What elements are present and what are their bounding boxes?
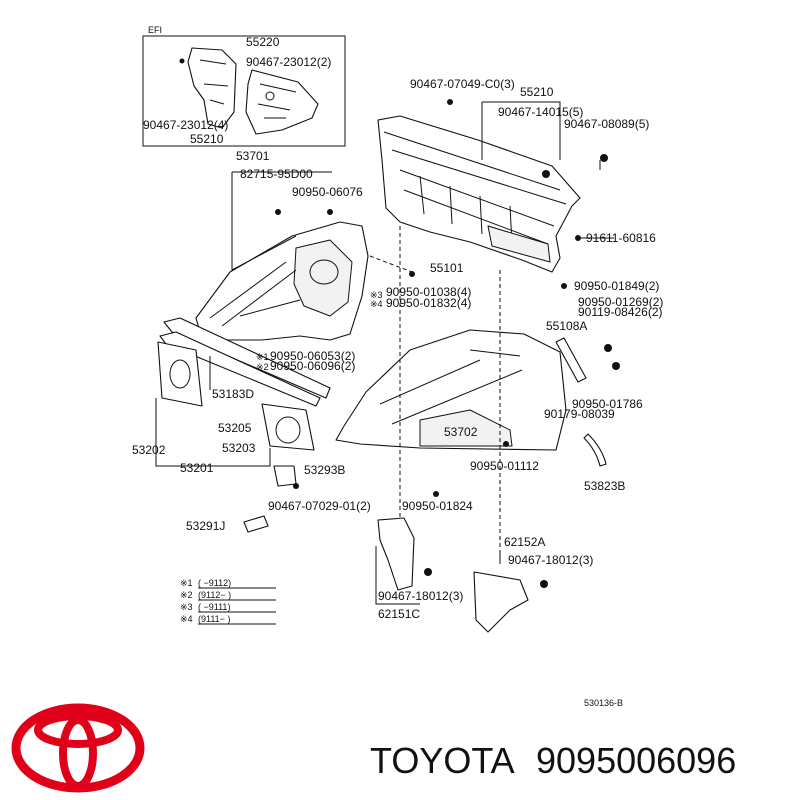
mark-4: ※4 <box>370 299 383 309</box>
label-53701: 53701 <box>236 149 270 163</box>
label-53291j: 53291J <box>186 519 225 533</box>
legend-mark-3: ※3 <box>180 602 193 612</box>
label-53183d: 53183D <box>212 387 254 401</box>
label-82715: 82715-95D00 <box>240 167 313 181</box>
legend-mark-1: ※1 <box>180 578 193 588</box>
strut-55108a <box>555 337 587 383</box>
mark-2: ※2 <box>256 362 269 372</box>
label-55101: 55101 <box>430 261 464 275</box>
label-90950-06053: 90950-06053(2) <box>270 349 355 363</box>
label-53205: 53205 <box>218 421 252 435</box>
part-number: 9095006096 <box>536 740 736 781</box>
label-90467-08089: 90467-08089(5) <box>564 117 649 131</box>
label-90119: 90119-08426(2) <box>578 305 663 319</box>
label-55210-inset: 55210 <box>190 132 224 146</box>
label-53203: 53203 <box>222 441 256 455</box>
label-90467-18012-right: 90467-18012(3) <box>508 553 593 567</box>
label-90950-06076: 90950-06076 <box>292 185 363 199</box>
radiator-support-bar <box>159 317 331 407</box>
label-90179: 90179-08039 <box>544 407 615 421</box>
dash-panel-55101 <box>377 115 581 273</box>
efi-bracket-part <box>187 47 237 129</box>
label-90467-18012-left: 90467-18012(3) <box>378 589 463 603</box>
efi-bracket-part-2 <box>245 69 319 135</box>
label-55210-top: 55210 <box>520 85 554 99</box>
seal-62151c <box>377 517 415 591</box>
label-91611: 91611-60816 <box>586 231 656 245</box>
bracket-53202 <box>157 341 203 407</box>
mark-1: ※1 <box>256 352 269 362</box>
leader-lines <box>155 101 614 605</box>
label-53293b: 53293B <box>304 463 345 477</box>
label-90467-07049: 90467-07049-C0(3) <box>410 77 515 91</box>
mark-3: ※3 <box>370 290 383 300</box>
legend-text-2: (9112− ) <box>198 590 231 600</box>
label-90950-01832: 90950-01832(4) <box>386 296 471 310</box>
small-plate-53293b <box>273 465 297 487</box>
fasteners <box>275 99 620 588</box>
legend-text-4: (9111− ) <box>198 614 230 624</box>
label-90467-14015: 90467-14015(5) <box>498 105 583 119</box>
legend-mark-4: ※4 <box>180 614 193 624</box>
legend-text-1: ( −9112) <box>198 578 231 588</box>
label-55220: 55220 <box>246 35 280 49</box>
label-90950-01038: 90950-01038(4) <box>386 285 471 299</box>
brand-name: TOYOTA <box>370 740 515 781</box>
label-90467-07029: 90467-07029-01(2) <box>268 499 371 513</box>
legend-text-3: ( −9111) <box>198 602 230 612</box>
footnote-legend: ※1 ( −9112) ※2 (9112− ) ※3 ( −9111) ※4 (… <box>180 578 276 625</box>
label-90950-06096: 90950-06096(2) <box>270 359 355 373</box>
label-90950-01786: 90950-01786 <box>572 397 643 411</box>
bracket-53203 <box>261 403 315 451</box>
efi-inset-box <box>142 35 346 147</box>
label-62152a: 62152A <box>504 535 545 549</box>
label-90467-23012-2: 90467-23012(2) <box>246 55 331 69</box>
apron-53701 <box>195 221 369 341</box>
label-90467-23012-4: 90467-23012(4) <box>143 118 228 132</box>
toyota-logo <box>11 703 145 793</box>
label-62151c: 62151C <box>378 607 420 621</box>
label-53201: 53201 <box>180 461 214 475</box>
seal-62152a <box>473 571 529 633</box>
label-90950-01112: 90950-01112 <box>470 459 539 473</box>
efi-bolt <box>179 58 185 64</box>
label-55108a: 55108A <box>546 319 587 333</box>
legend-mark-2: ※2 <box>180 590 193 600</box>
efi-label: EFI <box>148 25 162 35</box>
label-90950-01849: 90950-01849(2) <box>574 279 659 293</box>
label-53823b: 53823B <box>584 479 625 493</box>
label-90950-01269: 90950-01269(2) <box>578 295 663 309</box>
diagram-code: 530136-B <box>584 698 623 708</box>
apron-53702 <box>335 329 567 451</box>
label-90950-01824: 90950-01824 <box>402 499 473 513</box>
label-53202: 53202 <box>132 443 166 457</box>
pad-53291j <box>243 515 269 533</box>
seal-53823b <box>583 433 607 467</box>
label-53702: 53702 <box>444 425 478 439</box>
logo-vertical-ellipse <box>59 716 97 790</box>
